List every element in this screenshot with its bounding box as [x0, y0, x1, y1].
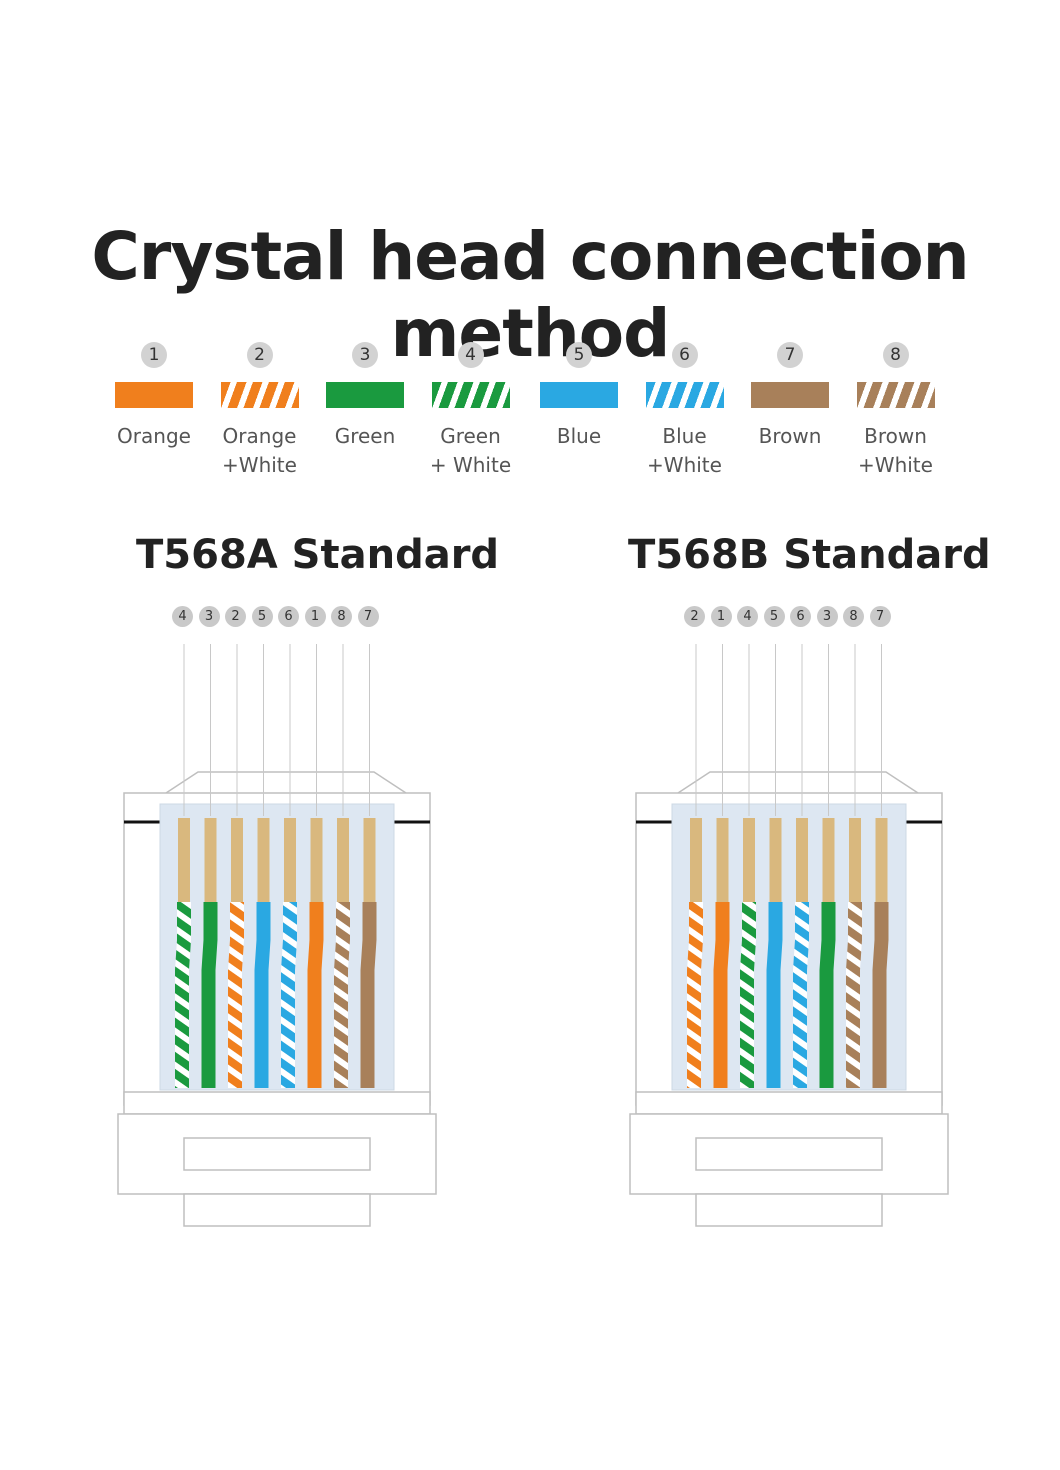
legend-label: Green + White [429, 424, 512, 477]
pin-order-badge: 1 [304, 606, 326, 627]
legend-color-swatch [856, 382, 935, 408]
connector-ledge [635, 1091, 943, 1115]
legend-label: Blue +White [647, 424, 722, 477]
connector-ledge [123, 1091, 431, 1115]
pin-order-badge: 6 [278, 606, 299, 627]
pin-order-badge: 8 [843, 606, 864, 627]
pin-contact [204, 818, 217, 902]
pin-contact [337, 818, 349, 902]
pin-order-badge: 1 [710, 606, 732, 627]
legend-number-badge: 6 [671, 342, 698, 368]
connector-top-cap [165, 771, 407, 794]
pin-contact [796, 818, 808, 902]
legend-number-badge: 3 [352, 342, 378, 368]
connector-inner-panel [159, 803, 395, 1091]
pin-contact [178, 818, 190, 902]
wire-2 [687, 902, 703, 1088]
legend-number-badge: 2 [246, 342, 273, 368]
pin-contact [363, 818, 376, 902]
wire-6 [281, 902, 297, 1088]
legend-color-swatch [431, 382, 510, 408]
pin-order-badge: 3 [198, 606, 220, 627]
pin-order-badge: 2 [684, 606, 705, 627]
legend-label: Green [334, 424, 396, 448]
legend-label: Orange +White [222, 424, 297, 477]
wire-2 [228, 902, 244, 1088]
wire-5 [254, 902, 271, 1088]
page-title: Crystal head connection method [91, 218, 969, 372]
connector-top-cap [677, 771, 919, 794]
legend-number-badge: 1 [141, 342, 167, 368]
wire-1 [307, 902, 324, 1088]
legend-color-swatch [751, 382, 829, 408]
wire-4 [175, 902, 191, 1088]
pin-contact [875, 818, 888, 902]
pin-contact [257, 818, 270, 902]
legend-number-badge: 8 [882, 342, 909, 368]
wire-7 [872, 902, 889, 1088]
wire-6 [793, 902, 809, 1088]
connector-latch-window [695, 1137, 883, 1171]
wire-8 [334, 902, 350, 1088]
t568a-title: T568A Standard [136, 532, 500, 578]
legend-color-swatch [540, 382, 618, 408]
connector-latch-tab [183, 1193, 371, 1227]
wire-4 [740, 902, 756, 1088]
wire-1 [713, 902, 730, 1088]
pin-order-badge: 3 [816, 606, 838, 627]
legend-label: Brown [758, 424, 822, 448]
legend-label: Blue [556, 424, 602, 448]
connector-latch-window [183, 1137, 371, 1171]
legend-label: Brown +White [858, 424, 933, 477]
t568b-title: T568B Standard [628, 532, 991, 578]
pin-contact [284, 818, 296, 902]
pin-contact [716, 818, 729, 902]
pin-contact [743, 818, 755, 902]
wire-3 [819, 902, 836, 1088]
wire-8 [846, 902, 862, 1088]
pin-contact [690, 818, 702, 902]
pin-order-badge: 7 [869, 606, 891, 627]
pin-order-badge: 5 [763, 606, 785, 627]
legend-label: Orange [117, 424, 191, 448]
legend-number-badge: 7 [777, 342, 803, 368]
pin-order-badge: 4 [737, 606, 758, 627]
t568a-connector-diagram [117, 644, 437, 1227]
legend-color-swatch [645, 382, 724, 408]
legend-color-swatch [326, 382, 404, 408]
pin-order-badge: 4 [172, 606, 193, 627]
pin-order-badge: 7 [357, 606, 379, 627]
pin-order-badge: 8 [331, 606, 352, 627]
connector-inner-panel [671, 803, 907, 1091]
pin-contact [310, 818, 323, 902]
connector-latch-tab [695, 1193, 883, 1227]
pin-contact [849, 818, 861, 902]
legend-color-swatch [220, 382, 299, 408]
legend-color-swatch [115, 382, 193, 408]
wire-5 [766, 902, 783, 1088]
pin-order-badge: 6 [790, 606, 811, 627]
pin-contact [822, 818, 835, 902]
pin-contact [231, 818, 243, 902]
legend-number-badge: 5 [566, 342, 592, 368]
pin-order-badge: 2 [225, 606, 246, 627]
t568b-connector-diagram [629, 644, 949, 1227]
pin-contact [769, 818, 782, 902]
wire-7 [360, 902, 377, 1088]
wire-3 [201, 902, 218, 1088]
legend-number-badge: 4 [457, 342, 484, 368]
pin-order-badge: 5 [251, 606, 273, 627]
